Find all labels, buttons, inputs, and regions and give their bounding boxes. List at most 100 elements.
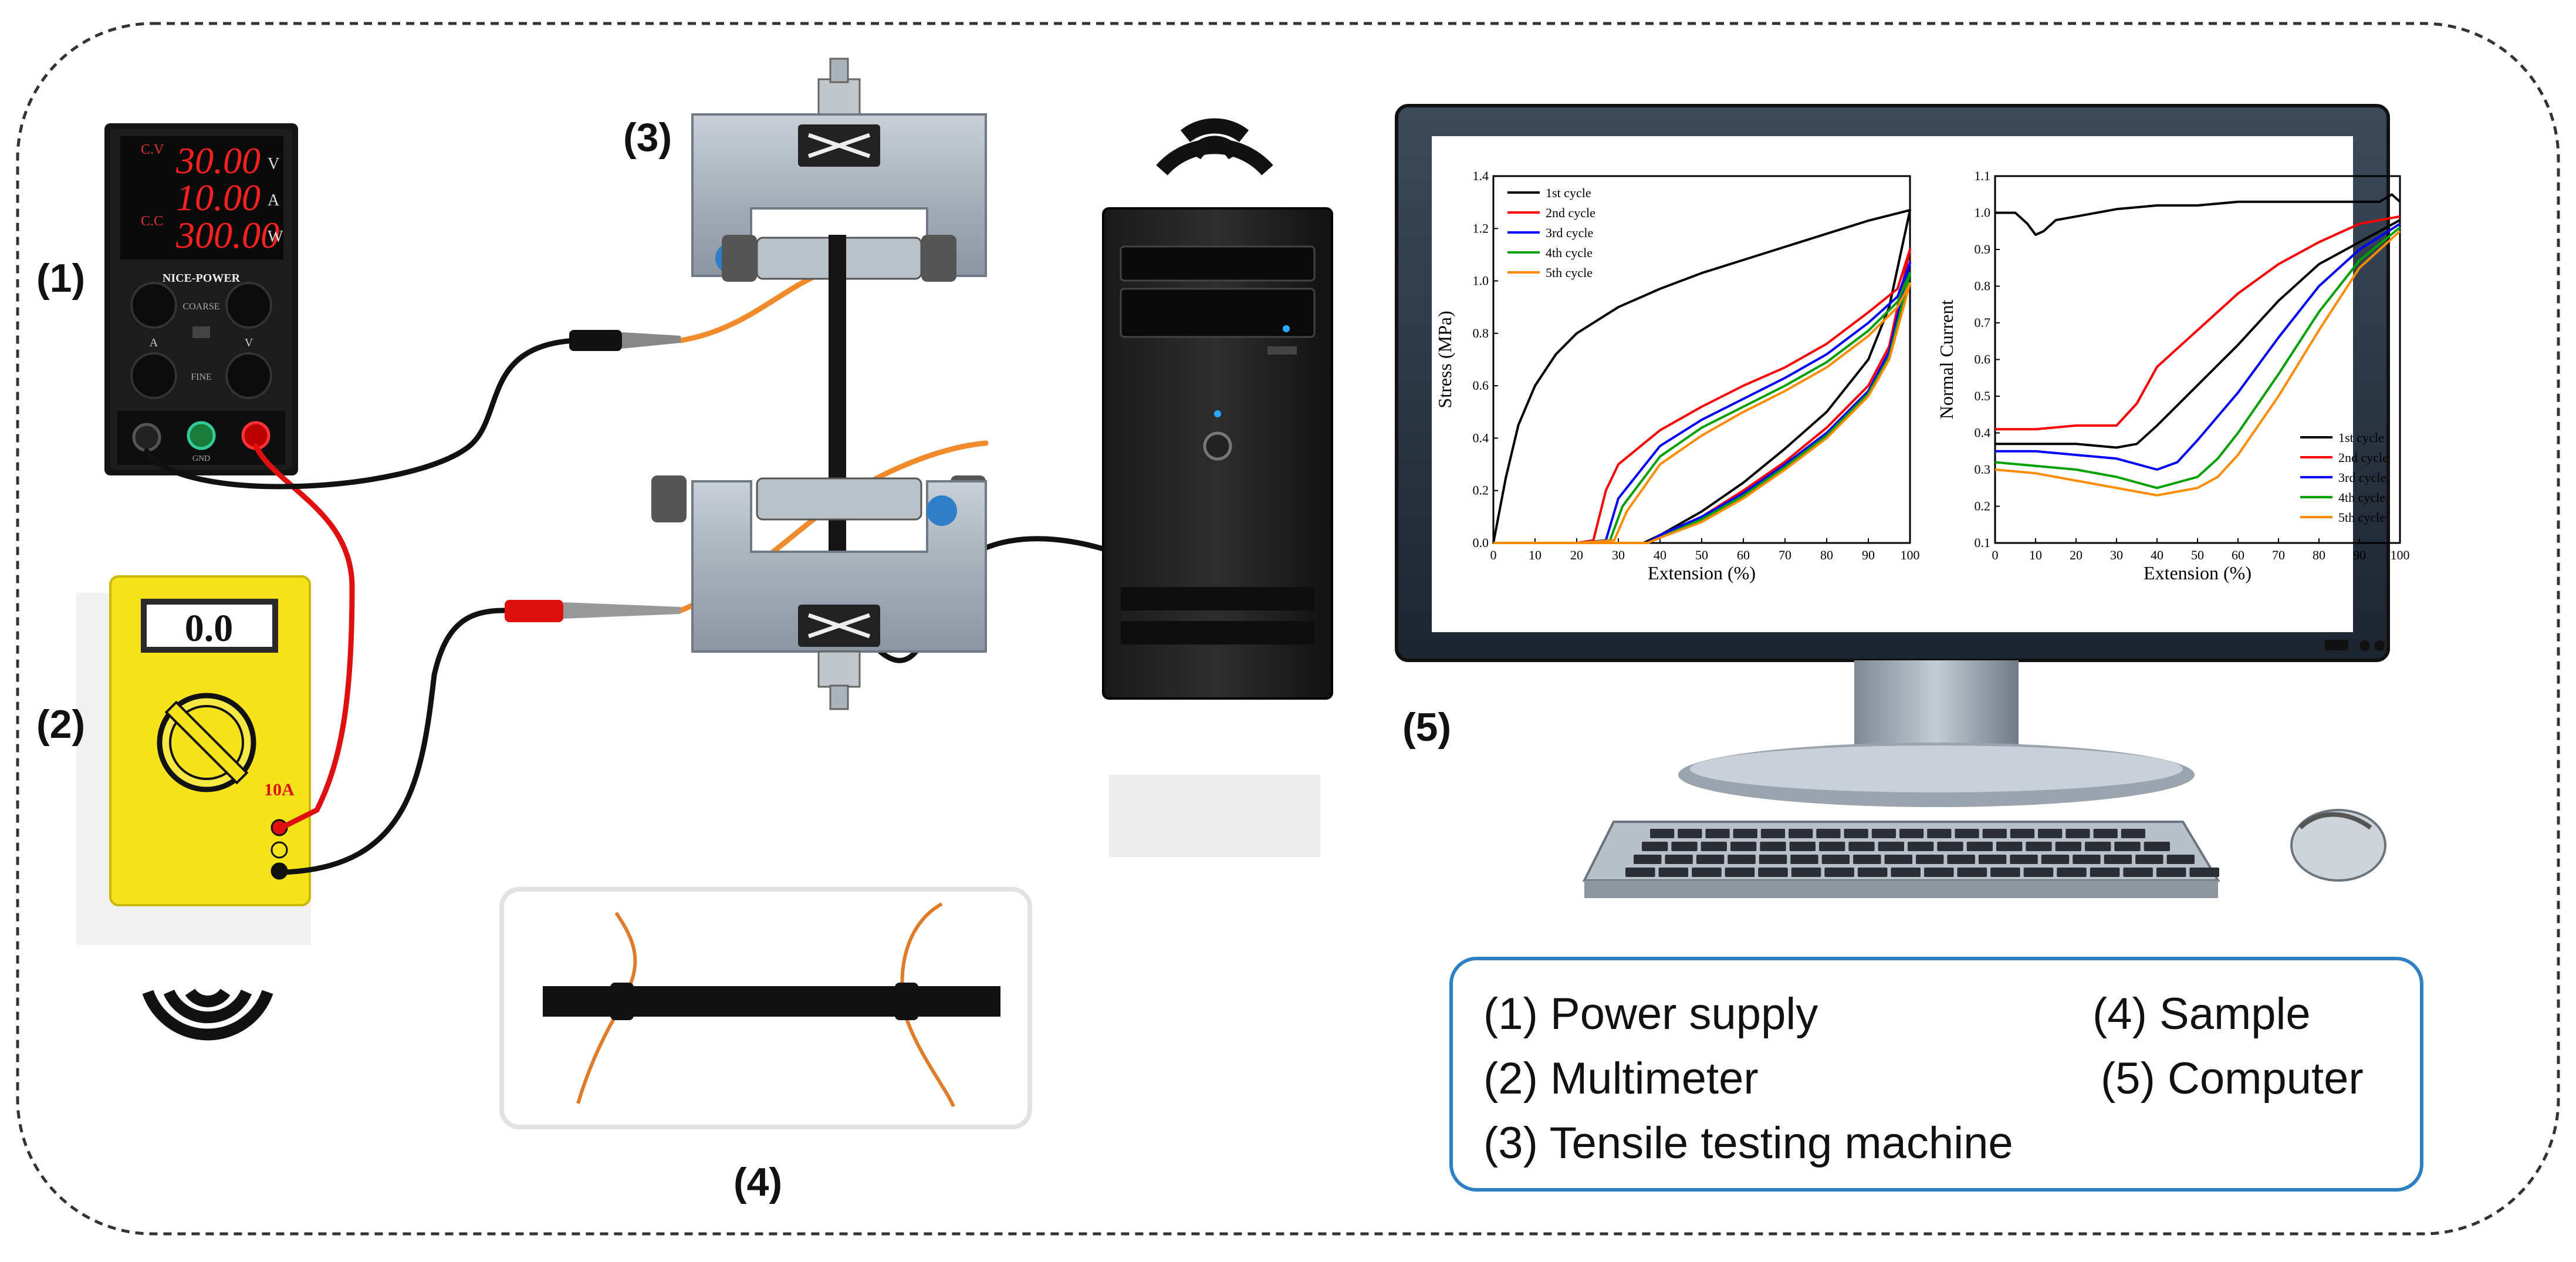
keyboard-key[interactable]: [1937, 842, 1963, 851]
keyboard-key[interactable]: [1816, 829, 1841, 838]
keyboard-key[interactable]: [1760, 829, 1786, 838]
keyboard-key[interactable]: [1982, 829, 2007, 838]
y-tick-label: 1.1: [1975, 168, 1991, 183]
multimeter-wireless-icon: [142, 988, 273, 1041]
keyboard-key[interactable]: [2057, 868, 2087, 877]
keyboard-key[interactable]: [1884, 855, 1912, 864]
keyboard-key[interactable]: [1634, 855, 1662, 864]
y-tick-label: 0.0: [1473, 535, 1489, 550]
keyboard-key[interactable]: [2065, 829, 2090, 838]
keyboard-key[interactable]: [1878, 842, 1904, 851]
keyboard-key[interactable]: [1791, 868, 1821, 877]
fine-knob-v[interactable]: [225, 352, 272, 399]
label-power-supply: (1): [36, 256, 86, 301]
keyboard-key[interactable]: [2085, 842, 2111, 851]
keyboard-key[interactable]: [2073, 855, 2101, 864]
keyboard-key[interactable]: [1924, 868, 1954, 877]
keyboard-key[interactable]: [1990, 868, 2020, 877]
series-line: [1995, 219, 2401, 449]
keyboard-key[interactable]: [1758, 868, 1788, 877]
keyboard-key[interactable]: [1844, 829, 1868, 838]
keyboard-key[interactable]: [2156, 868, 2186, 877]
keyboard-key[interactable]: [1658, 868, 1689, 877]
keyboard-key[interactable]: [1678, 829, 1702, 838]
keyboard-key[interactable]: [1789, 829, 1813, 838]
terminal-negative[interactable]: [132, 423, 161, 452]
jack-com[interactable]: [271, 841, 288, 859]
keyboard-key[interactable]: [2026, 842, 2052, 851]
keyboard-key[interactable]: [1955, 829, 1979, 838]
keyboard-key[interactable]: [2041, 855, 2070, 864]
keyboard-key[interactable]: [1665, 855, 1693, 864]
keyboard-key[interactable]: [1650, 829, 1675, 838]
keyboard-key[interactable]: [1848, 842, 1875, 851]
keyboard-key[interactable]: [2104, 855, 2132, 864]
alligator-clip-black[interactable]: [569, 330, 681, 351]
keyboard[interactable]: [1582, 821, 2220, 898]
coarse-knob-v[interactable]: [225, 282, 272, 329]
keyboard-key[interactable]: [1819, 842, 1845, 851]
keyboard-key[interactable]: [2055, 842, 2081, 851]
keyboard-key[interactable]: [2010, 829, 2035, 838]
keyboard-key[interactable]: [1978, 855, 2007, 864]
keyboard-key[interactable]: [1857, 868, 1888, 877]
keyboard-key[interactable]: [1728, 855, 1756, 864]
keyboard-key[interactable]: [1927, 829, 1952, 838]
keyboard-key[interactable]: [1625, 868, 1655, 877]
keyboard-key[interactable]: [1871, 829, 1896, 838]
keyboard-key[interactable]: [1701, 842, 1727, 851]
keyboard-key[interactable]: [1730, 842, 1757, 851]
keyboard-key[interactable]: [1957, 868, 1987, 877]
keyboard-key[interactable]: [2123, 868, 2153, 877]
coarse-knob-a[interactable]: [130, 282, 177, 329]
legend-label: 3rd cycle: [2338, 470, 2386, 485]
keyboard-key[interactable]: [1853, 855, 1881, 864]
keyboard-key[interactable]: [2189, 868, 2219, 877]
terminal-gnd[interactable]: [187, 421, 216, 450]
keyboard-key[interactable]: [1733, 829, 1757, 838]
fine-knob-a[interactable]: [130, 352, 177, 399]
keyboard-key[interactable]: [2144, 842, 2170, 851]
keyboard-key[interactable]: [1891, 868, 1921, 877]
y-tick-label: 1.0: [1473, 274, 1489, 288]
keyboard-key[interactable]: [1966, 842, 1993, 851]
y-tick-label: 0.4: [1975, 426, 1991, 440]
keyboard-key[interactable]: [1821, 855, 1850, 864]
keyboard-key[interactable]: [2166, 855, 2195, 864]
y-tick-label: 0.4: [1473, 430, 1489, 445]
keyboard-key[interactable]: [1790, 855, 1818, 864]
keyboard-key[interactable]: [1947, 855, 1975, 864]
keyboard-key[interactable]: [1692, 868, 1722, 877]
y-tick-label: 0.2: [1975, 499, 1991, 514]
keyboard-key[interactable]: [1908, 842, 1934, 851]
keyboard-key[interactable]: [2023, 868, 2054, 877]
keyboard-key[interactable]: [1789, 842, 1816, 851]
keyboard-key[interactable]: [1996, 842, 2023, 851]
keyboard-key[interactable]: [2090, 868, 2120, 877]
label-multimeter: (2): [36, 702, 86, 747]
keyboard-key[interactable]: [1725, 868, 1755, 877]
keyboard-key[interactable]: [2093, 829, 2118, 838]
keyboard-key[interactable]: [2121, 829, 2145, 838]
x-tick-label: 20: [1570, 548, 1583, 562]
keyboard-key[interactable]: [1759, 855, 1787, 864]
keyboard-key[interactable]: [2114, 842, 2141, 851]
power-button[interactable]: [1203, 431, 1232, 461]
keyboard-key[interactable]: [1916, 855, 1944, 864]
mouse[interactable]: [2290, 809, 2386, 882]
keyboard-key[interactable]: [2038, 829, 2063, 838]
keyboard-key[interactable]: [1642, 842, 1668, 851]
keyboard-key[interactable]: [1671, 842, 1698, 851]
legend-computer: (5) Computer: [2101, 1054, 2364, 1104]
alligator-clip-red[interactable]: [505, 600, 681, 622]
keyboard-key[interactable]: [1760, 842, 1786, 851]
keyboard-key[interactable]: [1899, 829, 1924, 838]
keyboard-key[interactable]: [2010, 855, 2038, 864]
keyboard-key[interactable]: [1696, 855, 1725, 864]
keyboard-key[interactable]: [2135, 855, 2163, 864]
keyboard-key[interactable]: [1824, 868, 1854, 877]
keyboard-key[interactable]: [1705, 829, 1730, 838]
y-tick-label: 0.6: [1473, 378, 1489, 393]
